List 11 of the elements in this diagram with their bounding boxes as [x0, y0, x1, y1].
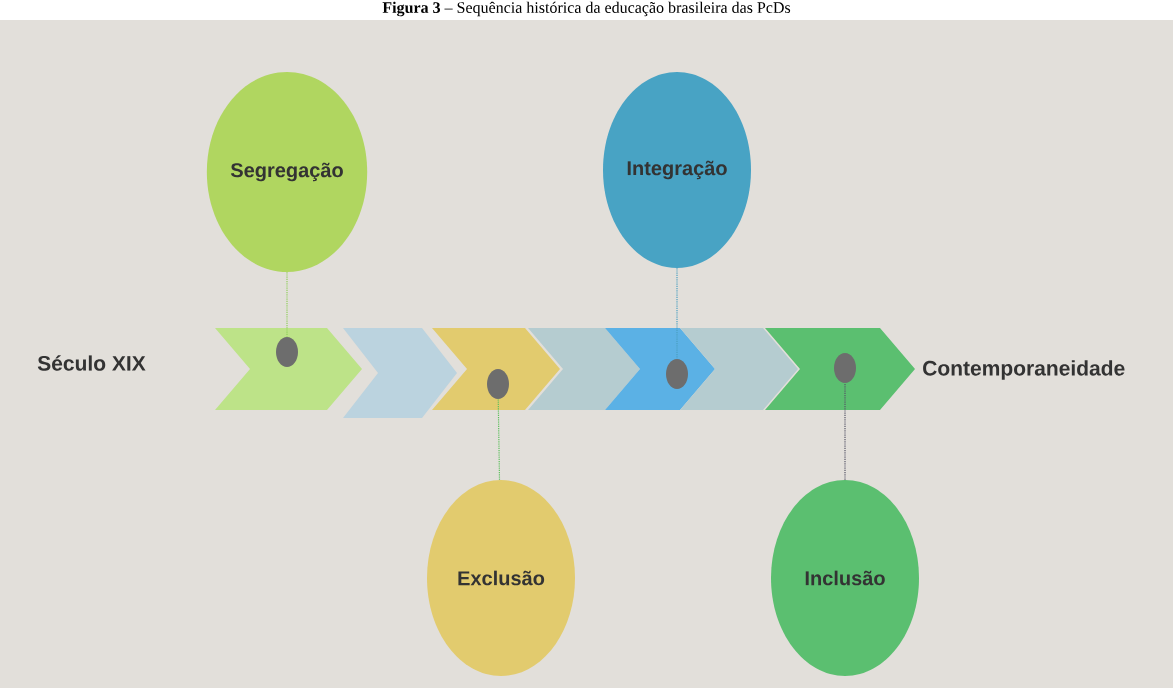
title: Figura 3 – Sequência histórica da educação brasileira das PcDs [382, 1, 791, 17]
timeline-end-label: Contemporaneidade [923, 360, 1125, 380]
timeline-dot [666, 359, 688, 389]
leader-line [844, 382, 846, 481]
timeline-end-label: Século XIX [37, 355, 146, 371]
timeline-dot [834, 353, 856, 383]
timeline-dot [487, 369, 509, 399]
leader-line [676, 267, 678, 360]
leader-line [497, 398, 501, 481]
leader-line [286, 271, 288, 338]
timeline-dot [276, 337, 298, 367]
